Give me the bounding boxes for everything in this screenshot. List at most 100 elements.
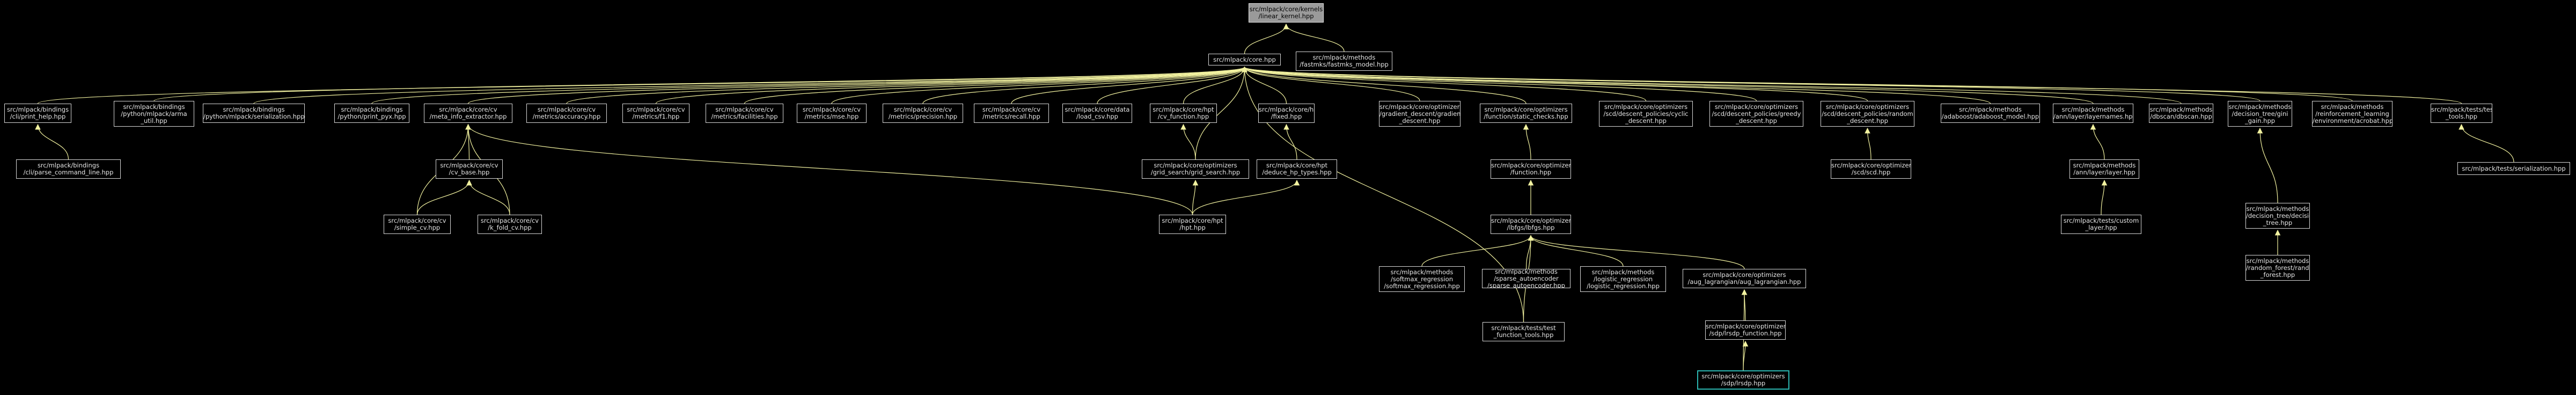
edge-facilities-to-core	[744, 66, 1247, 104]
edge-tests_serial-to-test_tools	[2458, 123, 2514, 163]
edge-hpt-to-deduce	[1192, 179, 1300, 215]
node-label-line: /metrics/recall.hpp	[982, 113, 1040, 120]
node-meta-info[interactable]: src/mlpack/core/cv/meta_info_extractor.h…	[424, 104, 512, 123]
node-gd[interactable]: src/mlpack/core/optimizers/gradient_desc…	[1379, 101, 1461, 127]
node-precision[interactable]: src/mlpack/core/cv/metrics/precision.hpp	[883, 104, 963, 123]
node-acrobat[interactable]: src/mlpack/methods/reinforcement_learnin…	[2312, 101, 2392, 127]
node-label-line: /reinforcement_learning	[2315, 109, 2389, 118]
node-label-line: _descent.hpp	[1847, 116, 1888, 125]
node-sparse-ae[interactable]: src/mlpack/methods/sparse_autoencoder/sp…	[1482, 269, 1570, 288]
node-label-line: /metrics/facilities.hpp	[711, 113, 778, 120]
node-core[interactable]: src/mlpack/core.hpp	[1208, 54, 1281, 65]
node-mse[interactable]: src/mlpack/core/cv/metrics/mse.hpp	[797, 104, 867, 123]
node-label-line: /sparse_autoencoder	[1494, 274, 1559, 282]
node-arma-util[interactable]: src/mlpack/bindings/python/mlpack/arma_u…	[114, 101, 194, 127]
node-accuracy[interactable]: src/mlpack/core/cv/metrics/accuracy.hpp	[526, 104, 607, 123]
node-label-line: /dbscan/dbscan.hpp	[2150, 113, 2212, 120]
node-label-line: /decision_tree/gini	[2232, 109, 2288, 118]
node-load-csv[interactable]: src/mlpack/core/data/load_csv.hpp	[1062, 104, 1132, 123]
edge-deduce-to-fixed	[1283, 123, 1297, 160]
node-label-line: src/mlpack/core/optimizers	[1154, 162, 1237, 169]
node-function[interactable]: src/mlpack/core/optimizers/function.hpp	[1491, 159, 1571, 179]
node-random[interactable]: src/mlpack/core/optimizers/scd/descent_p…	[1821, 101, 1914, 127]
node-facilities[interactable]: src/mlpack/core/cv/metrics/facilities.hp…	[706, 104, 783, 123]
node-label-line: /simple_cv.hpp	[394, 224, 441, 231]
node-test-func[interactable]: src/mlpack/tests/test_function_tools.hpp	[1483, 322, 1565, 341]
node-test-tools[interactable]: src/mlpack/tests/test_tools.hpp	[2431, 104, 2492, 123]
node-layer[interactable]: src/mlpack/methods/ann/layer/layer.hpp	[2069, 159, 2139, 179]
node-print-help[interactable]: src/mlpack/bindings/cli/print_help.hpp	[4, 104, 71, 123]
node-label-line: /metrics/accuracy.hpp	[532, 113, 601, 120]
node-label-line: src/mlpack/methods	[1959, 106, 2022, 113]
node-cyclic[interactable]: src/mlpack/core/optimizers/scd/descent_p…	[1599, 101, 1693, 127]
node-cv-base[interactable]: src/mlpack/core/cv/cv_base.hpp	[436, 159, 503, 179]
node-label-line: _layer.hpp	[2085, 224, 2117, 231]
node-tests-serial[interactable]: src/mlpack/tests/serialization.hpp	[2457, 162, 2570, 175]
node-label-line: src/mlpack/methods	[1495, 269, 1558, 275]
node-label-line: src/mlpack/core/cv	[388, 217, 446, 224]
node-label-line: src/mlpack/methods	[2246, 204, 2309, 213]
edge-core-to-root	[1244, 23, 1289, 54]
node-logistic[interactable]: src/mlpack/methods/logistic_regression/l…	[1580, 266, 1666, 292]
node-fastmks[interactable]: src/mlpack/methods/fastmks/fastmks_model…	[1296, 52, 1392, 71]
edge-logistic-to-lbfgs	[1528, 235, 1624, 267]
node-hoeffding[interactable]: src/mlpack/methods/decision_tree/gini_ga…	[2228, 101, 2292, 127]
node-recall[interactable]: src/mlpack/core/cv/metrics/recall.hpp	[974, 104, 1049, 123]
node-py-serial[interactable]: src/mlpack/bindings/python/mlpack/serial…	[203, 104, 305, 123]
node-label-line: src/mlpack/core/optimizers	[1701, 372, 1785, 380]
node-label-line: src/mlpack/methods	[2228, 103, 2292, 111]
edge-f1-to-core	[655, 66, 1247, 104]
node-label-line: src/mlpack/core/optimizers	[1706, 323, 1786, 330]
node-static-checks[interactable]: src/mlpack/core/optimizers/function/stat…	[1480, 104, 1572, 123]
node-label-line: src/mlpack/core/cv	[715, 106, 774, 113]
node-lrsdp-func[interactable]: src/mlpack/core/optimizers/sdp/lrsdp_fun…	[1705, 320, 1786, 340]
node-label-line: /sdp/lrsdp_function.hpp	[1709, 330, 1782, 337]
edge-hoeffding-to-core	[1242, 66, 2261, 101]
node-label-line: src/mlpack/core/optimizers	[1484, 106, 1568, 113]
edge-load_csv-to-core	[1097, 66, 1247, 104]
edge-parse_cmd-to-print_help	[35, 123, 69, 160]
node-aug-lag[interactable]: src/mlpack/core/optimizers/aug_lagrangia…	[1683, 269, 1806, 288]
node-cv-function[interactable]: src/mlpack/core/hpt/cv_function.hpp	[1150, 104, 1217, 123]
node-adaboost[interactable]: src/mlpack/methods/adaboost/adaboost_mod…	[1941, 104, 2040, 123]
node-dbscan[interactable]: src/mlpack/methods/dbscan/dbscan.hpp	[2149, 104, 2213, 123]
node-print-pyx[interactable]: src/mlpack/bindings/python/print_pyx.hpp	[334, 104, 409, 123]
edge-accuracy-to-core	[566, 66, 1247, 104]
node-grid-search[interactable]: src/mlpack/core/optimizers/grid_search/g…	[1142, 159, 1249, 179]
node-label-line: _tools.hpp	[2445, 113, 2478, 120]
node-greedy[interactable]: src/mlpack/core/optimizers/scd/descent_p…	[1709, 101, 1803, 127]
node-lbfgs[interactable]: src/mlpack/core/optimizers/lbfgs/lbfgs.h…	[1491, 215, 1571, 234]
node-label-line: src/mlpack/core/optimizers	[1702, 271, 1786, 279]
node-label-line: src/mlpack/core/kernels	[1249, 5, 1323, 13]
node-kfold-cv[interactable]: src/mlpack/core/cv/k_fold_cv.hpp	[478, 215, 542, 234]
node-lrsdp[interactable]: src/mlpack/core/optimizers/sdp/lrsdp.hpp	[1697, 370, 1789, 390]
node-label-line: src/mlpack/core/optimizers	[1825, 103, 1910, 111]
node-label-line: /metrics/mse.hpp	[804, 113, 859, 120]
edge-gd-to-core	[1242, 66, 1420, 101]
node-label-line: src/mlpack/core/optimizers	[1379, 103, 1461, 111]
edge-grid_search-to-cv_function	[1180, 123, 1196, 160]
node-label-line: /function.hpp	[1510, 169, 1552, 176]
node-dt[interactable]: src/mlpack/methods/decision_tree/decisio…	[2245, 203, 2310, 229]
node-layer-names[interactable]: src/mlpack/methods/ann/layer/layernames.…	[2053, 104, 2133, 123]
node-label-line: /deduce_hp_types.hpp	[1262, 169, 1332, 176]
node-root[interactable]: src/mlpack/core/kernels/linear_kernel.hp…	[1249, 3, 1324, 23]
node-softmax[interactable]: src/mlpack/methods/softmax_regression/so…	[1379, 266, 1465, 292]
node-deduce[interactable]: src/mlpack/core/hpt/deduce_hp_types.hpp	[1257, 159, 1337, 179]
node-parse-cmd[interactable]: src/mlpack/bindings/cli/parse_command_li…	[16, 159, 121, 179]
node-label-line: /metrics/f1.hpp	[632, 113, 680, 120]
node-label-line: /scd/descent_policies/greedy	[1712, 109, 1801, 118]
node-fixed[interactable]: src/mlpack/core/hpt/fixed.hpp	[1258, 104, 1315, 123]
edge-mse-to-core	[831, 66, 1247, 104]
node-hpt[interactable]: src/mlpack/core/hpt/hpt.hpp	[1159, 215, 1226, 234]
node-custom-layer[interactable]: src/mlpack/tests/custom_layer.hpp	[2061, 215, 2141, 234]
node-scd[interactable]: src/mlpack/core/optimizers/scd/scd.hpp	[1831, 159, 1911, 179]
node-rf[interactable]: src/mlpack/methods/random_forest/random_…	[2245, 255, 2310, 281]
node-label-line: _gain.hpp	[2244, 116, 2276, 125]
node-label-line: src/mlpack/methods	[1390, 268, 1454, 276]
edge-simple_cv-to-cv_base	[416, 179, 472, 215]
node-simple-cv[interactable]: src/mlpack/core/cv/simple_cv.hpp	[384, 215, 451, 234]
edge-softmax-to-lbfgs	[1421, 235, 1534, 267]
node-f1[interactable]: src/mlpack/core/cv/metrics/f1.hpp	[622, 104, 689, 123]
node-label-line: /decision_tree/decision	[2246, 211, 2310, 220]
